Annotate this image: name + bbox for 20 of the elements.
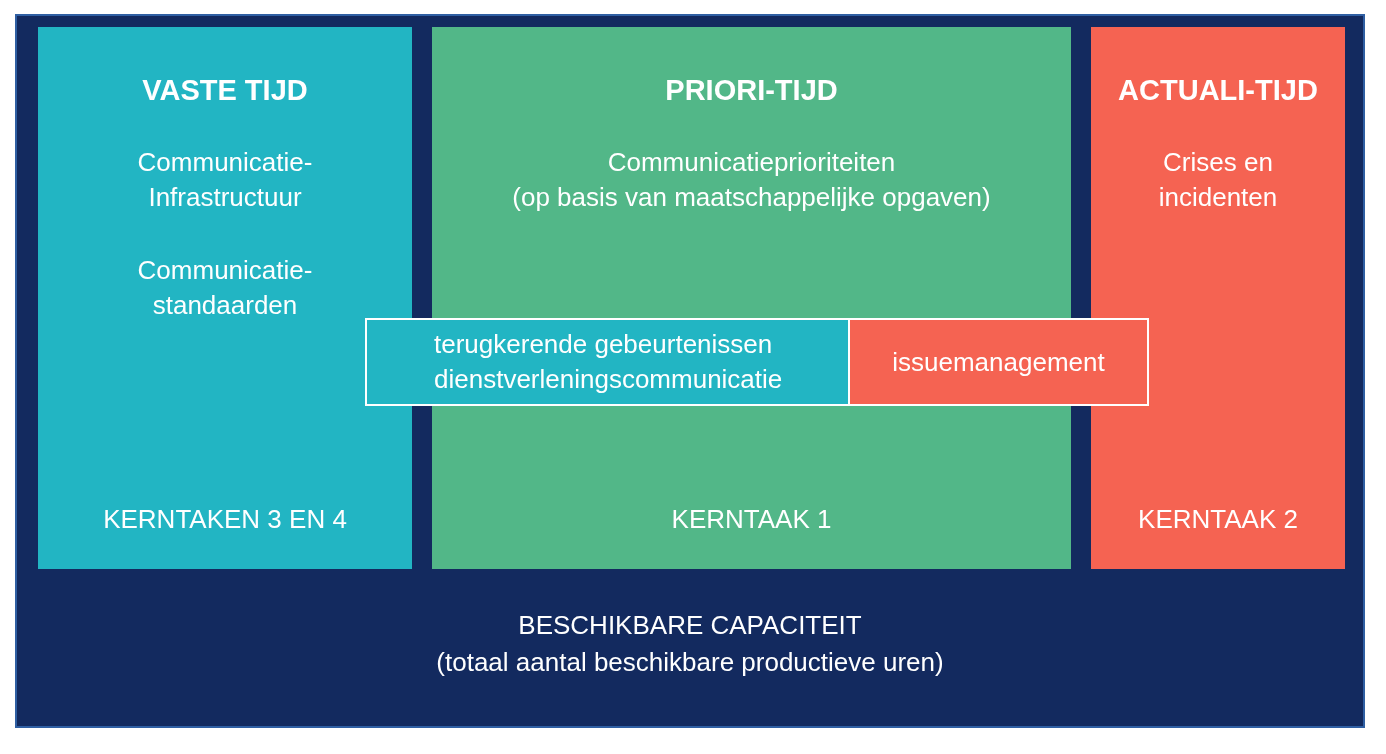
core-task-label: KERNTAKEN 3 EN 4 — [102, 503, 348, 536]
description-text: (op basis van maatschappelijke opgaven) — [511, 181, 992, 214]
category-column — [38, 27, 412, 569]
activity-box — [365, 318, 850, 406]
core-task-label: KERNTAAK 1 — [671, 503, 832, 536]
capacity-heading: BESCHIKBARE CAPACITEIT — [517, 609, 863, 642]
activity-label: terugkerende gebeurtenissen — [434, 328, 774, 361]
column-title: ACTUALI-TIJD — [1117, 73, 1319, 108]
column-title: PRIORI-TIJD — [664, 73, 839, 108]
activity-label: issuemanagement — [891, 346, 1106, 379]
activity-label: dienstverleningscommunicatie — [434, 363, 784, 396]
column-title: VASTE TIJD — [141, 73, 309, 108]
activity-box — [850, 318, 1149, 406]
description-text: Crises en incidenten — [1158, 146, 1278, 214]
capacity-description: (totaal aantal beschikbare productieve uren) — [435, 646, 945, 679]
capacity-panel — [15, 14, 1365, 728]
core-task-label: KERNTAAK 2 — [1137, 503, 1299, 536]
description-text: Communicatie- standaarden — [137, 254, 313, 322]
description-text: Communicatie- Infrastructuur — [137, 146, 313, 214]
description-text: Communicatieprioriteiten — [607, 146, 896, 179]
